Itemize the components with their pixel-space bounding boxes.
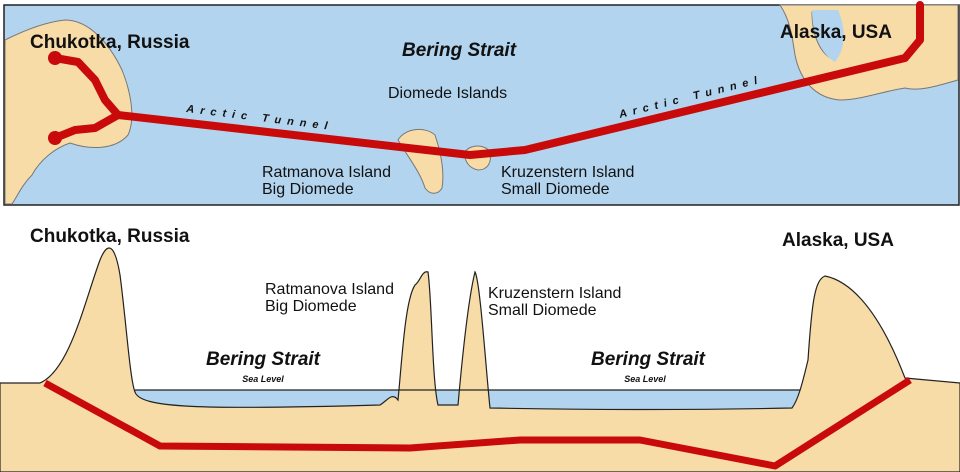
label-big-diomede: Big Diomede	[262, 181, 354, 198]
profile-label-strait-right: Bering Strait	[591, 349, 706, 370]
tunnel-route-map	[51, 1, 924, 159]
tunnel-route-profile	[43, 377, 912, 470]
alaska-bay	[812, 10, 844, 62]
profile-label-sea-level-left: Sea Level	[242, 374, 284, 384]
profile-label-sea-level-right: Sea Level	[624, 374, 666, 384]
map-panel: Chukotka, Russia Alaska, USA Bering Stra…	[3, 1, 960, 206]
label-ratmanova: Ratmanova Island	[262, 164, 391, 181]
label-alaska: Alaska, USA	[780, 22, 892, 43]
label-chukotka: Chukotka, Russia	[30, 32, 190, 53]
tunnel-endpoint	[48, 51, 62, 65]
label-diomede-islands: Diomede Islands	[388, 85, 507, 102]
label-bering-strait: Bering Strait	[402, 40, 517, 61]
tunnel-endpoint	[48, 131, 62, 145]
label-small-diomede: Small Diomede	[501, 181, 610, 198]
profile-label-alaska: Alaska, USA	[782, 230, 894, 251]
profile-panel: Chukotka, Russia Alaska, USA Ratmanova I…	[0, 226, 960, 472]
chukotka-land	[4, 19, 133, 205]
profile-label-ratmanova: Ratmanova Island	[265, 281, 394, 298]
label-kruzenstern: Kruzenstern Island	[501, 164, 634, 181]
profile-label-chukotka: Chukotka, Russia	[30, 226, 190, 247]
seabed-profile	[0, 247, 960, 472]
profile-label-kruzenstern: Kruzenstern Island	[488, 285, 621, 302]
profile-label-small-diomede: Small Diomede	[488, 302, 597, 319]
profile-label-strait-left: Bering Strait	[206, 349, 321, 370]
profile-label-big-diomede: Big Diomede	[265, 298, 357, 315]
